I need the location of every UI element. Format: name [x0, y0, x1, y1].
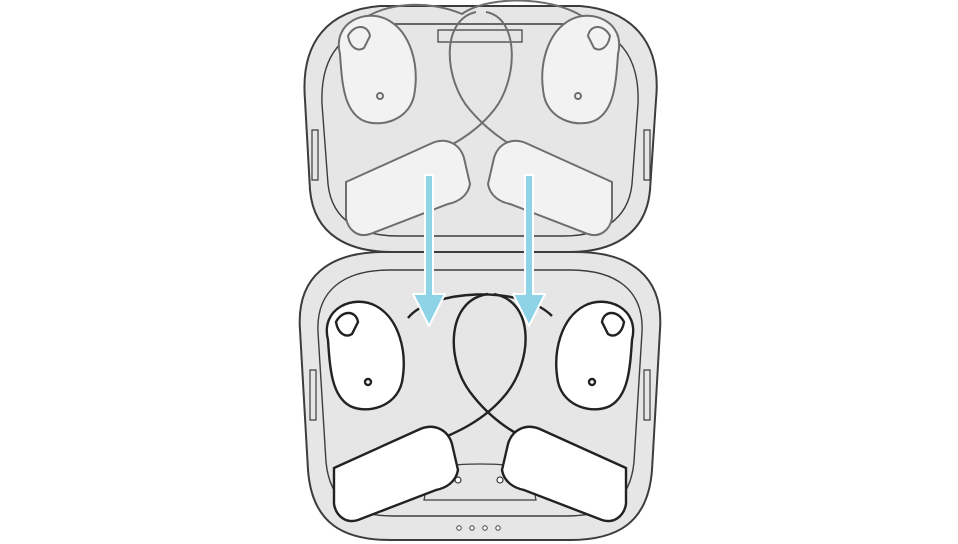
earbuds-ghost — [337, 0, 621, 237]
arrow-down-icon — [512, 174, 546, 327]
charging-contact-right — [496, 476, 504, 484]
placement-arrows — [412, 174, 546, 327]
case-lid-cradle — [437, 29, 523, 43]
indicator-light — [469, 525, 475, 531]
case-lid-slot-right — [643, 129, 651, 181]
arrow-down-icon — [412, 174, 446, 327]
indicator-light — [495, 525, 501, 531]
case-lid-slot-left — [311, 129, 319, 181]
indicator-light — [482, 525, 488, 531]
case-base-slot-right — [643, 369, 651, 421]
ghost-neckband — [351, 0, 591, 29]
indicator-lights — [456, 525, 501, 531]
indicator-light — [456, 525, 462, 531]
case-base-slot-left — [309, 369, 317, 421]
